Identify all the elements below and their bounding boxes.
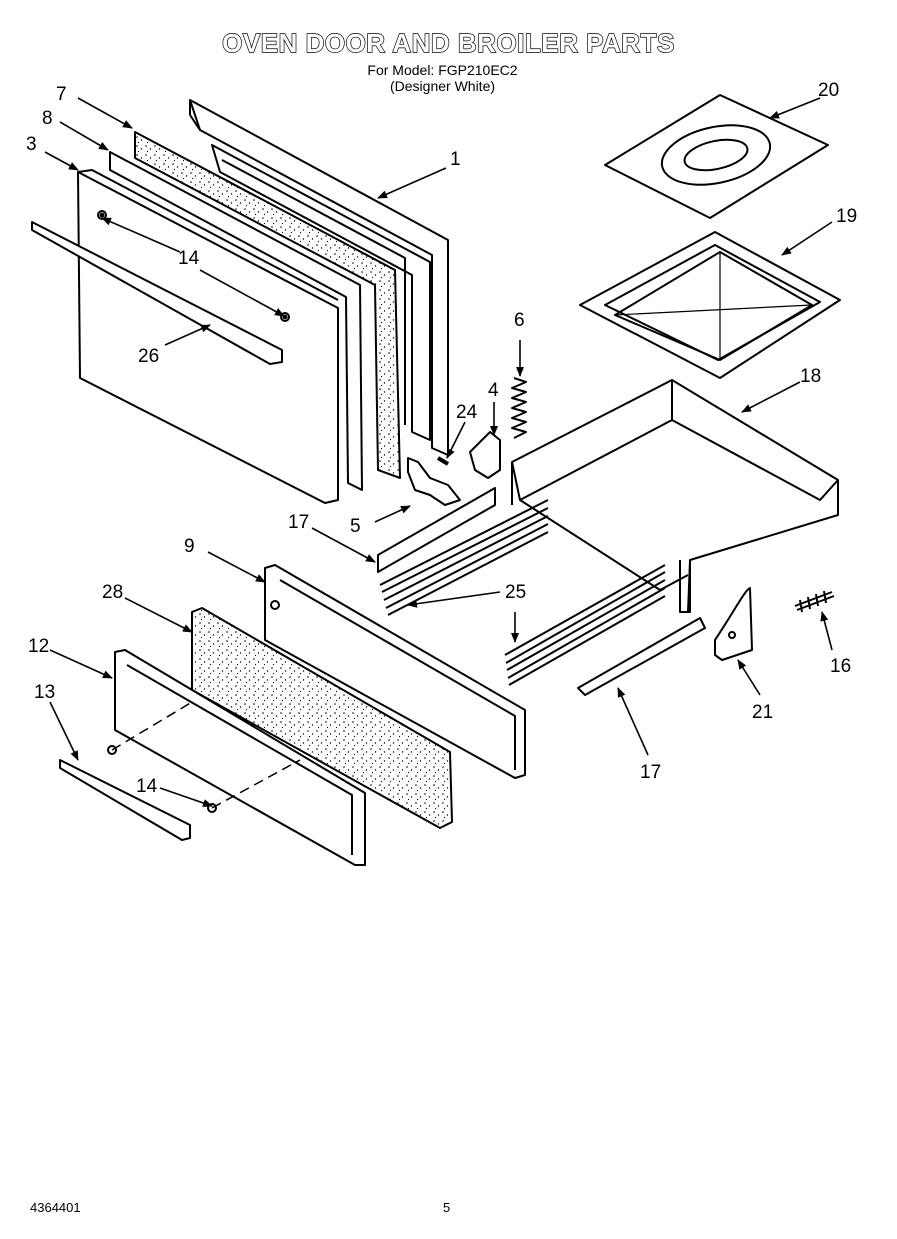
- part-18-broiler-drawer: [511, 379, 839, 613]
- part-24-pin: [436, 456, 450, 466]
- model-info: For Model: FGP210EC2 (Designer White): [350, 62, 535, 94]
- callout-28: 28: [102, 582, 123, 603]
- page-title: OVEN DOOR AND BROILER PARTS: [221, 27, 675, 58]
- callout-3: 3: [26, 134, 37, 155]
- callout-24: 24: [456, 402, 478, 423]
- doc-number: 4364401: [30, 1200, 81, 1215]
- callout-21: 21: [752, 702, 773, 723]
- part-4-bracket: [469, 431, 501, 479]
- part-1-door-liner: [189, 99, 449, 456]
- callout-16: 16: [830, 656, 851, 677]
- part-5-hinge: [407, 457, 461, 506]
- callout-8: 8: [42, 108, 53, 129]
- part-19-broiler-pan: [579, 231, 841, 379]
- part-6-spring: [511, 377, 527, 439]
- callout-7: 7: [56, 84, 67, 105]
- callout-12: 12: [28, 636, 49, 657]
- callout-14-lower: 14: [136, 776, 158, 797]
- callout-25: 25: [505, 582, 526, 603]
- part-26-handle: [31, 221, 283, 365]
- model-line: For Model: FGP210EC2: [367, 62, 518, 78]
- callout-5: 5: [350, 516, 361, 537]
- callout-17-lower: 17: [640, 762, 661, 783]
- callout-20: 20: [818, 80, 839, 101]
- callout-19: 19: [836, 206, 857, 227]
- part-25-runner-upper: [379, 499, 549, 616]
- variant-line: (Designer White): [389, 78, 496, 94]
- part-21-bracket: [714, 587, 753, 661]
- callout-14: 14: [178, 248, 200, 269]
- callout-6: 6: [514, 310, 525, 331]
- callout-18: 18: [800, 366, 821, 387]
- part-17-angle: [577, 617, 706, 696]
- part-13-bar: [59, 759, 191, 841]
- callout-1: 1: [450, 149, 461, 170]
- callout-9: 9: [184, 536, 195, 557]
- part-16-screw: [794, 590, 835, 613]
- callout-17: 17: [288, 512, 309, 533]
- part-12-frame: [114, 649, 366, 866]
- page-number: 5: [443, 1200, 451, 1215]
- part-20-broiler-grid: [604, 94, 829, 219]
- callout-26: 26: [138, 346, 159, 367]
- part-9-panel: [264, 564, 526, 779]
- part-3-outer-door: [77, 171, 339, 504]
- callout-4: 4: [488, 380, 499, 401]
- part-8-inner-panel: [109, 151, 363, 491]
- part-17-rail: [377, 487, 496, 573]
- part-25-runner-lower: [504, 564, 666, 686]
- callout-13: 13: [34, 682, 55, 703]
